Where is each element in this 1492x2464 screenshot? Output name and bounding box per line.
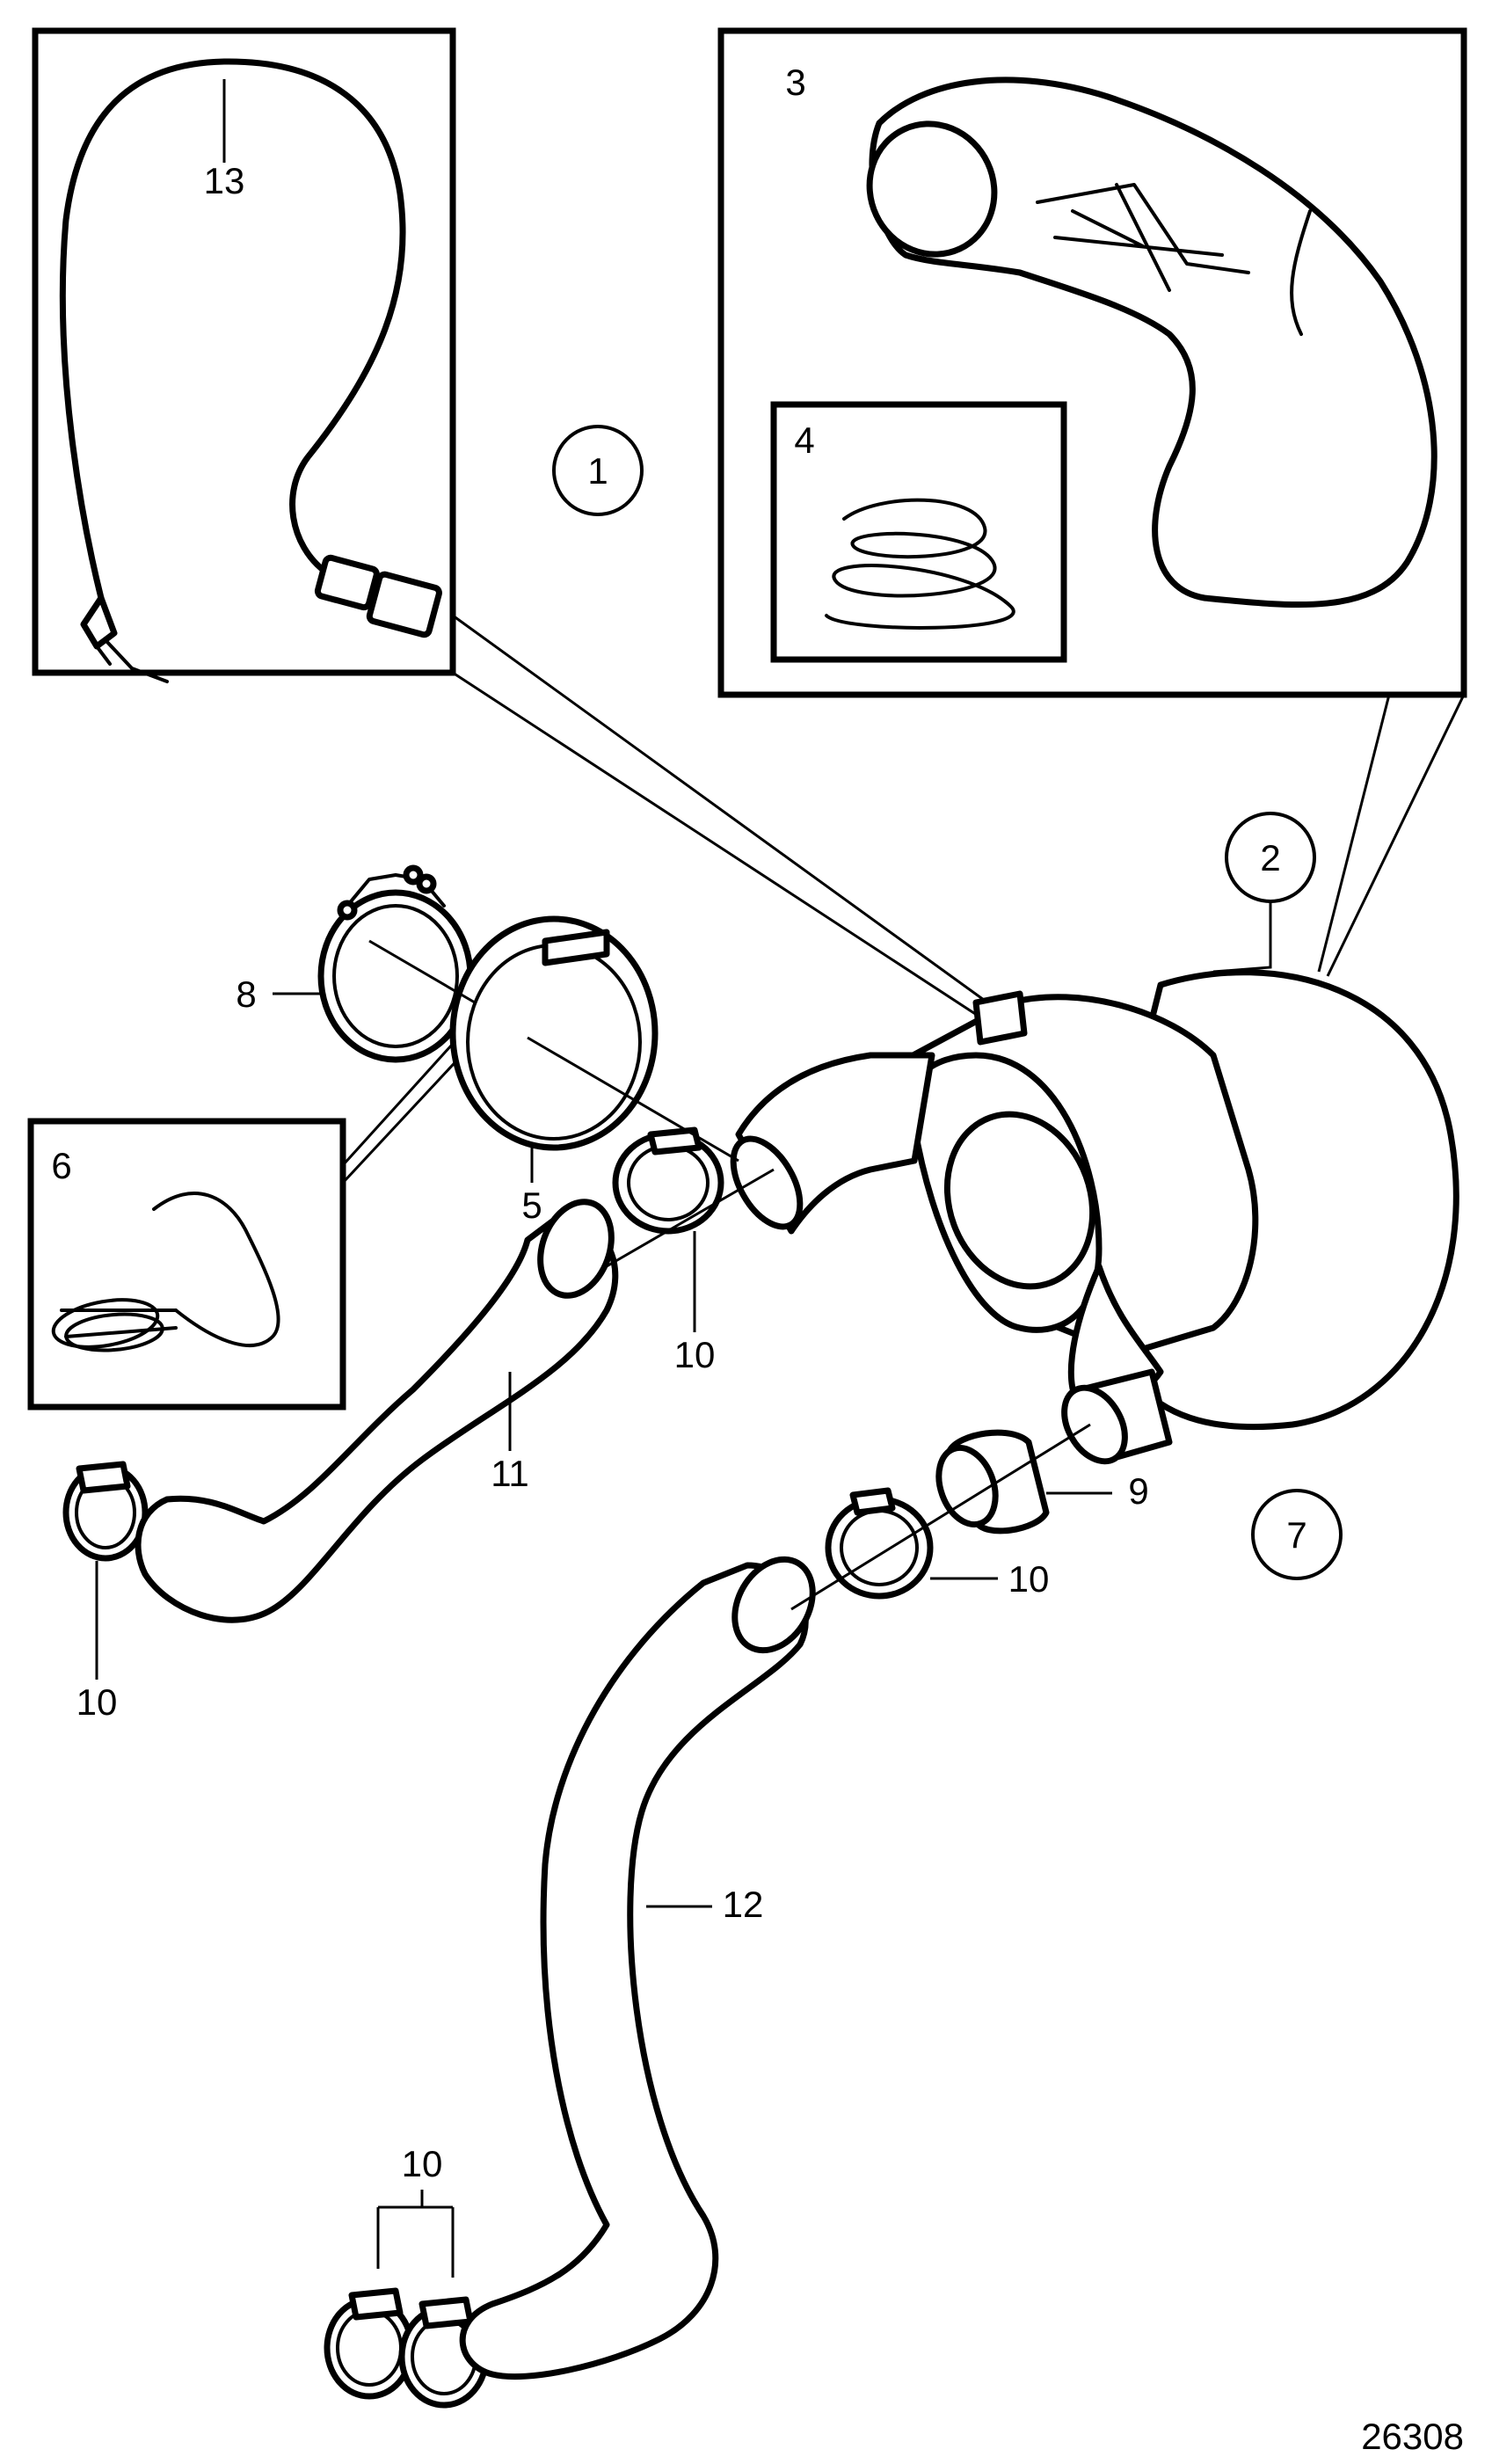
callout-label-13: 13 [204,160,245,201]
callout-label-8: 8 [236,973,256,1015]
inset-box-sensor-cable [32,27,456,683]
callout-label-4: 4 [794,419,814,461]
hose-part [135,1210,619,1623]
callout-label-10: 10 [674,1334,716,1375]
turbo-housing-part [893,969,1459,1431]
heat-band-part [449,915,659,1151]
svg-text:2: 2 [1260,837,1280,878]
callout-circle-1: 1 [552,425,644,516]
hose-clamp-part [825,1487,934,1600]
spring-part [825,498,1015,630]
figure-number: 26308 [1361,2416,1464,2457]
v-clamp-part [317,864,474,1063]
callout-label-5: 5 [521,1185,542,1226]
hose-clamp-part [612,1126,724,1235]
callout-circle-7: 7 [1251,1489,1343,1580]
hose-clamp-part [62,1461,149,1562]
callout-label-10: 10 [1008,1558,1050,1600]
inset-box-heater-wire [27,1118,346,1411]
svg-text:1: 1 [587,450,608,492]
callout-label-6: 6 [51,1145,71,1186]
callout-label-11: 11 [491,1453,529,1494]
callout-label-10: 10 [76,1681,118,1723]
callout-label-12: 12 [723,1884,764,1925]
insulation-cover-part [869,77,1437,609]
hose-part [459,1562,809,2380]
callout-label-10: 10 [402,2143,443,2184]
callout-label-3: 3 [785,62,805,103]
callout-label-9: 9 [1128,1470,1148,1512]
inset-box-insulation [717,27,1467,698]
svg-text:7: 7 [1286,1514,1306,1556]
hose-clamp-pair-part [324,2287,490,2409]
callout-circle-2: 2 [1225,812,1316,903]
